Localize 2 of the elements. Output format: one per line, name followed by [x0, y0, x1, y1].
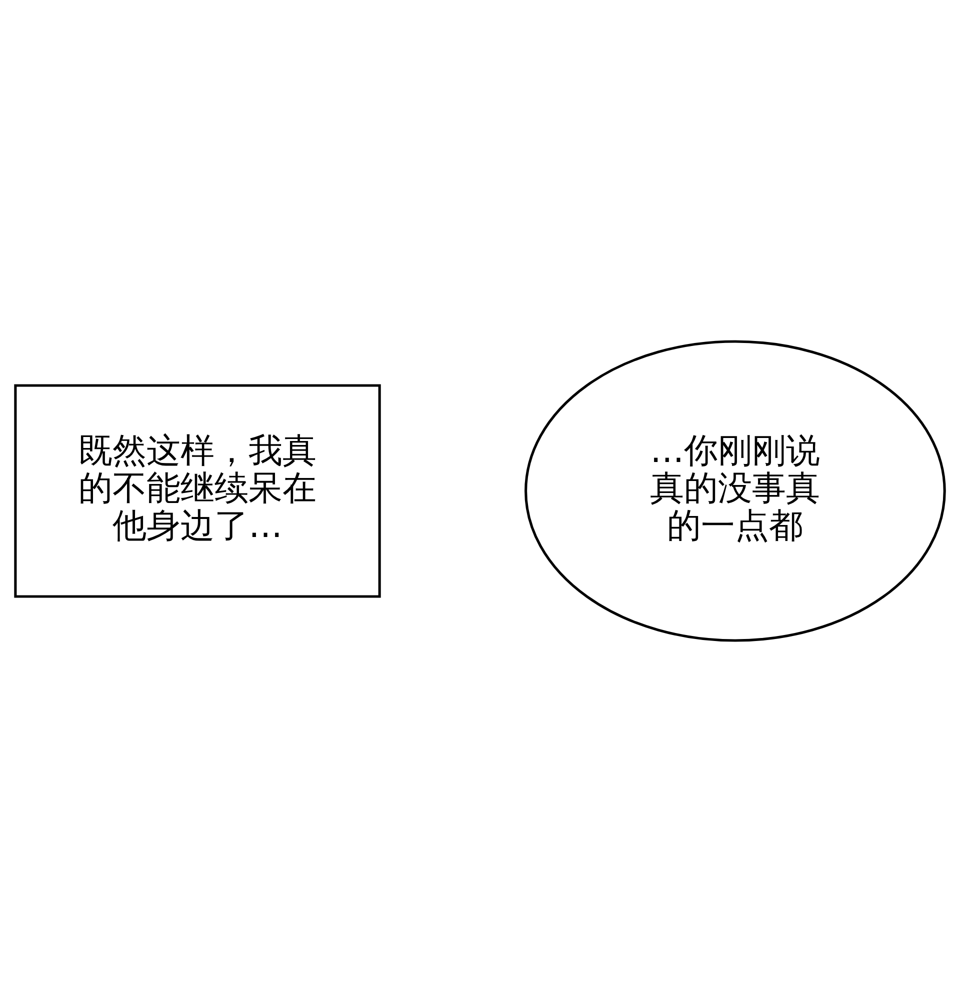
node-ellipse: …你刚刚说真的没事真的一点都	[524, 340, 946, 642]
node-box: 既然这样，我真的不能继续呆在他身边了…	[14, 384, 381, 598]
